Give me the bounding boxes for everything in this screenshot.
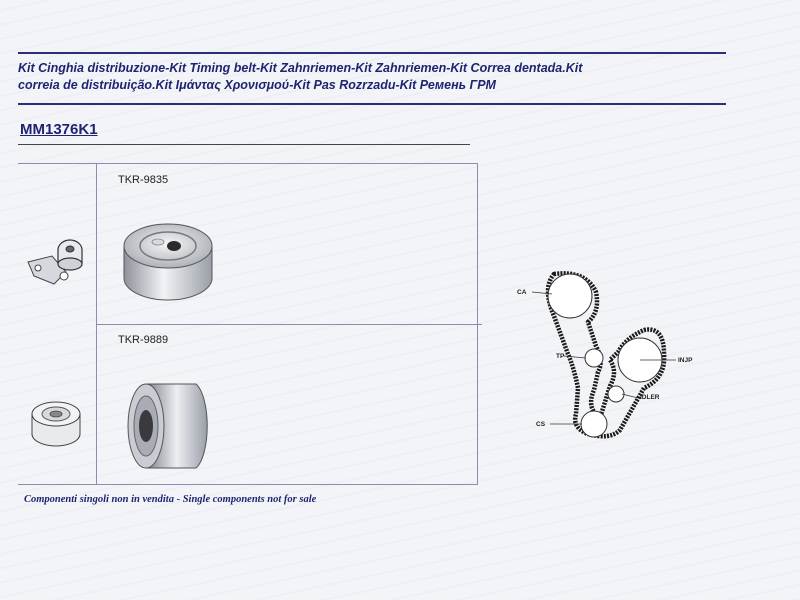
- idler-pulley-icon: [127, 383, 208, 469]
- table-row-divider: [96, 324, 482, 325]
- code-underline-rule: [18, 144, 470, 145]
- idler-pulley-diagram-icon: [607, 385, 625, 403]
- timing-belt-routing-diagram: CA TP INJP IDLER CS: [517, 271, 693, 439]
- belt-path: [545, 271, 667, 439]
- title-bottom-rule: [18, 103, 726, 105]
- label-injection-pump: INJP: [678, 357, 693, 364]
- table-top-border: [18, 163, 478, 164]
- product-code: MM1376K1: [20, 121, 98, 138]
- tensioner-pulley-icon: [123, 223, 213, 301]
- title-line-1: Kit Cinghia distribuzione-Kit Timing bel…: [18, 61, 583, 75]
- part-code-1: TKR-9835: [118, 174, 169, 186]
- label-idler: IDLER: [640, 394, 660, 401]
- title-line-2: correia de distribuição.Kit Ιμάντας Χρον…: [18, 78, 496, 92]
- footnote: Componenti singoli non in vendita - Sing…: [24, 494, 317, 505]
- tensioner-assembly-thumbnail-icon: [27, 239, 83, 285]
- page-title: Kit Cinghia distribuzione-Kit Timing bel…: [18, 60, 723, 94]
- label-camshaft: CA: [517, 289, 527, 296]
- label-tensioner: TP: [556, 353, 565, 360]
- table-right-border: [477, 163, 478, 485]
- table-bottom-border: [18, 484, 478, 485]
- table-column-divider: [96, 163, 97, 485]
- camshaft-pulley-icon: [547, 273, 593, 319]
- idler-pulley-thumbnail-icon: [31, 401, 81, 447]
- label-crankshaft: CS: [536, 421, 546, 428]
- part-code-2: TKR-9889: [118, 334, 169, 346]
- crankshaft-pulley-icon: [580, 410, 608, 438]
- tensioner-pulley-diagram-icon: [584, 348, 604, 368]
- top-rule: [18, 52, 726, 54]
